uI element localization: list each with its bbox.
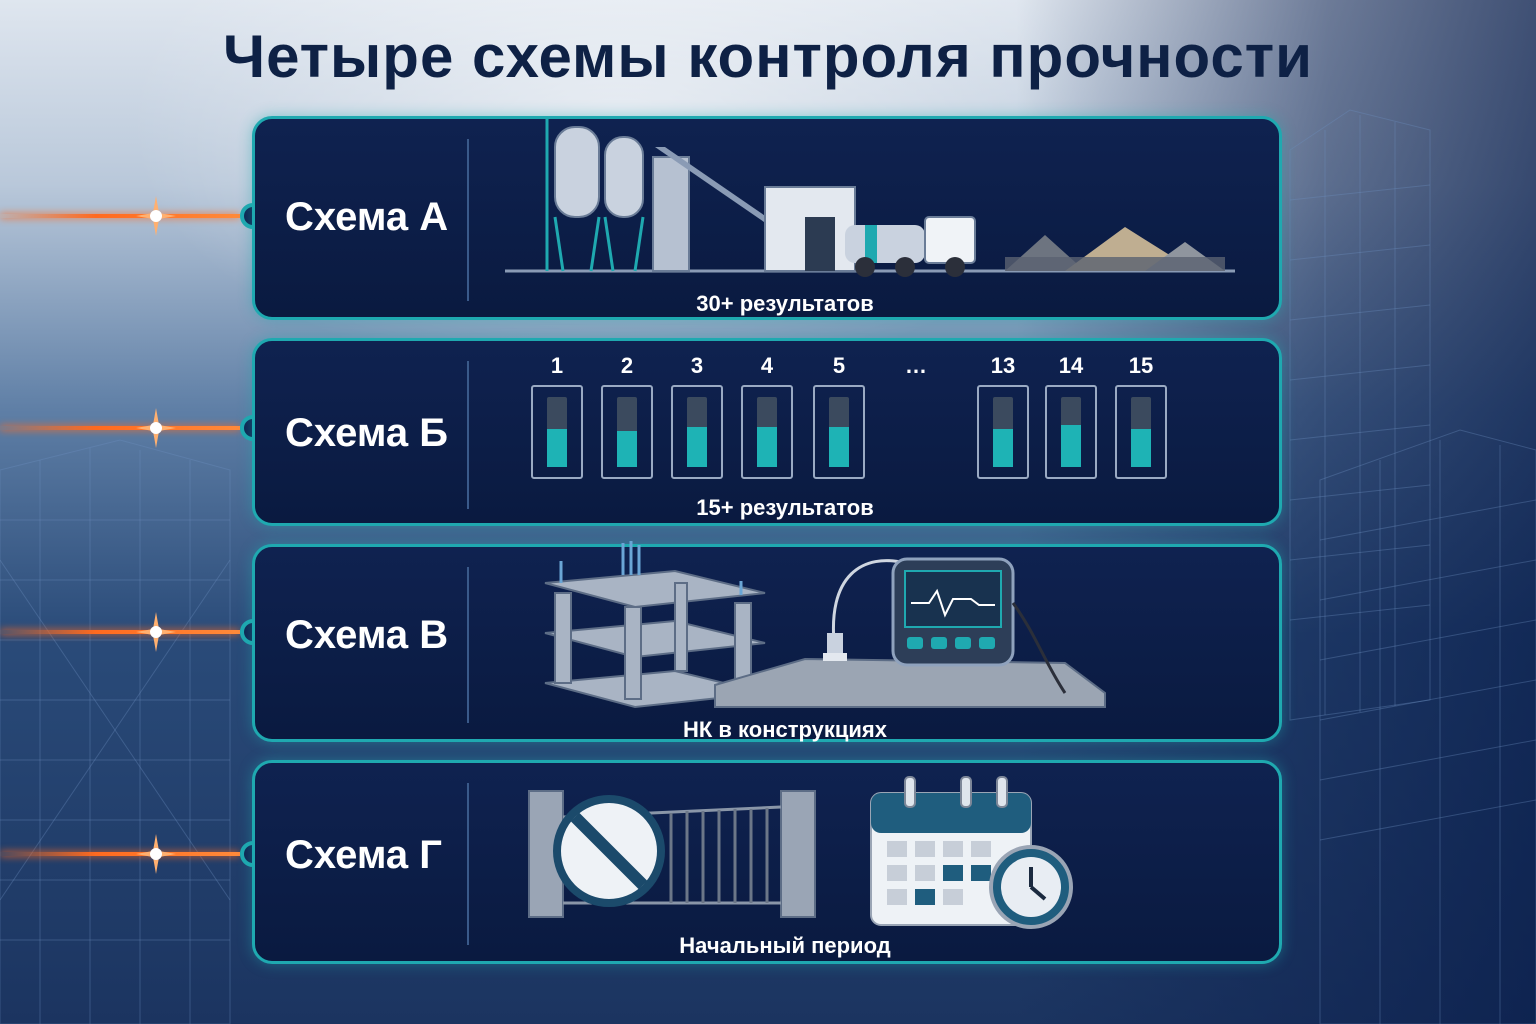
scheme-g-panel: Схема Г Начальный период (252, 760, 1282, 964)
spark-icon (136, 196, 176, 236)
scheme-caption: 30+ результатов (696, 291, 874, 316)
sample-number: 4 (760, 353, 774, 378)
gate-prohibited-icon (528, 790, 816, 918)
divider (467, 139, 469, 301)
test-cylinder-icon (741, 385, 793, 479)
scheme-label: Схема А (285, 195, 449, 239)
divider (467, 567, 469, 723)
test-cylinder-icon (813, 385, 865, 479)
test-cylinder-icon (601, 385, 653, 479)
test-cylinder-icon (531, 385, 583, 479)
sample-number: 14 (1058, 353, 1084, 378)
scheme-b-panel: Схема Б 1 2 3 4 5 … 13 14 15 15+ результ… (252, 338, 1282, 526)
scheme-caption: 15+ результатов (696, 495, 874, 520)
calendar-clock-icon (870, 776, 1073, 929)
scheme-label: Схема Б (285, 411, 449, 455)
scheme-label: Схема В (285, 613, 449, 657)
scheme-caption: НК в конструкциях (682, 717, 888, 742)
concrete-plant-icon (505, 117, 1235, 277)
test-cylinder-icon (1115, 385, 1167, 479)
beam-scheme-b (0, 426, 240, 430)
beam-scheme-v (0, 630, 240, 634)
spark-icon (136, 612, 176, 652)
beam-scheme-g (0, 852, 240, 856)
scheme-a-panel: Схема А 30+ результатов (252, 116, 1282, 320)
spark-icon (136, 408, 176, 448)
divider (467, 361, 469, 509)
spark-icon (136, 834, 176, 874)
test-cylinder-icon (977, 385, 1029, 479)
sample-number: 3 (690, 353, 704, 378)
sample-number: 5 (832, 353, 846, 378)
test-cylinder-icon (671, 385, 723, 479)
divider (467, 783, 469, 945)
scheme-v-panel: Схема В НК в конструкциях (252, 541, 1282, 742)
scheme-label: Схема Г (285, 833, 442, 877)
structure-ndt-icon (544, 541, 1106, 709)
beam-scheme-a (0, 214, 240, 218)
scheme-caption: Начальный период (679, 933, 891, 958)
sample-number: 13 (990, 353, 1016, 378)
sample-number: 1 (550, 353, 564, 378)
test-cylinder-icon (1045, 385, 1097, 479)
sample-number: 15 (1128, 353, 1154, 378)
sample-number: 2 (620, 353, 634, 378)
page-title: Четыре схемы контроля прочности (222, 23, 1314, 90)
samples-ellipsis: … (905, 353, 927, 378)
